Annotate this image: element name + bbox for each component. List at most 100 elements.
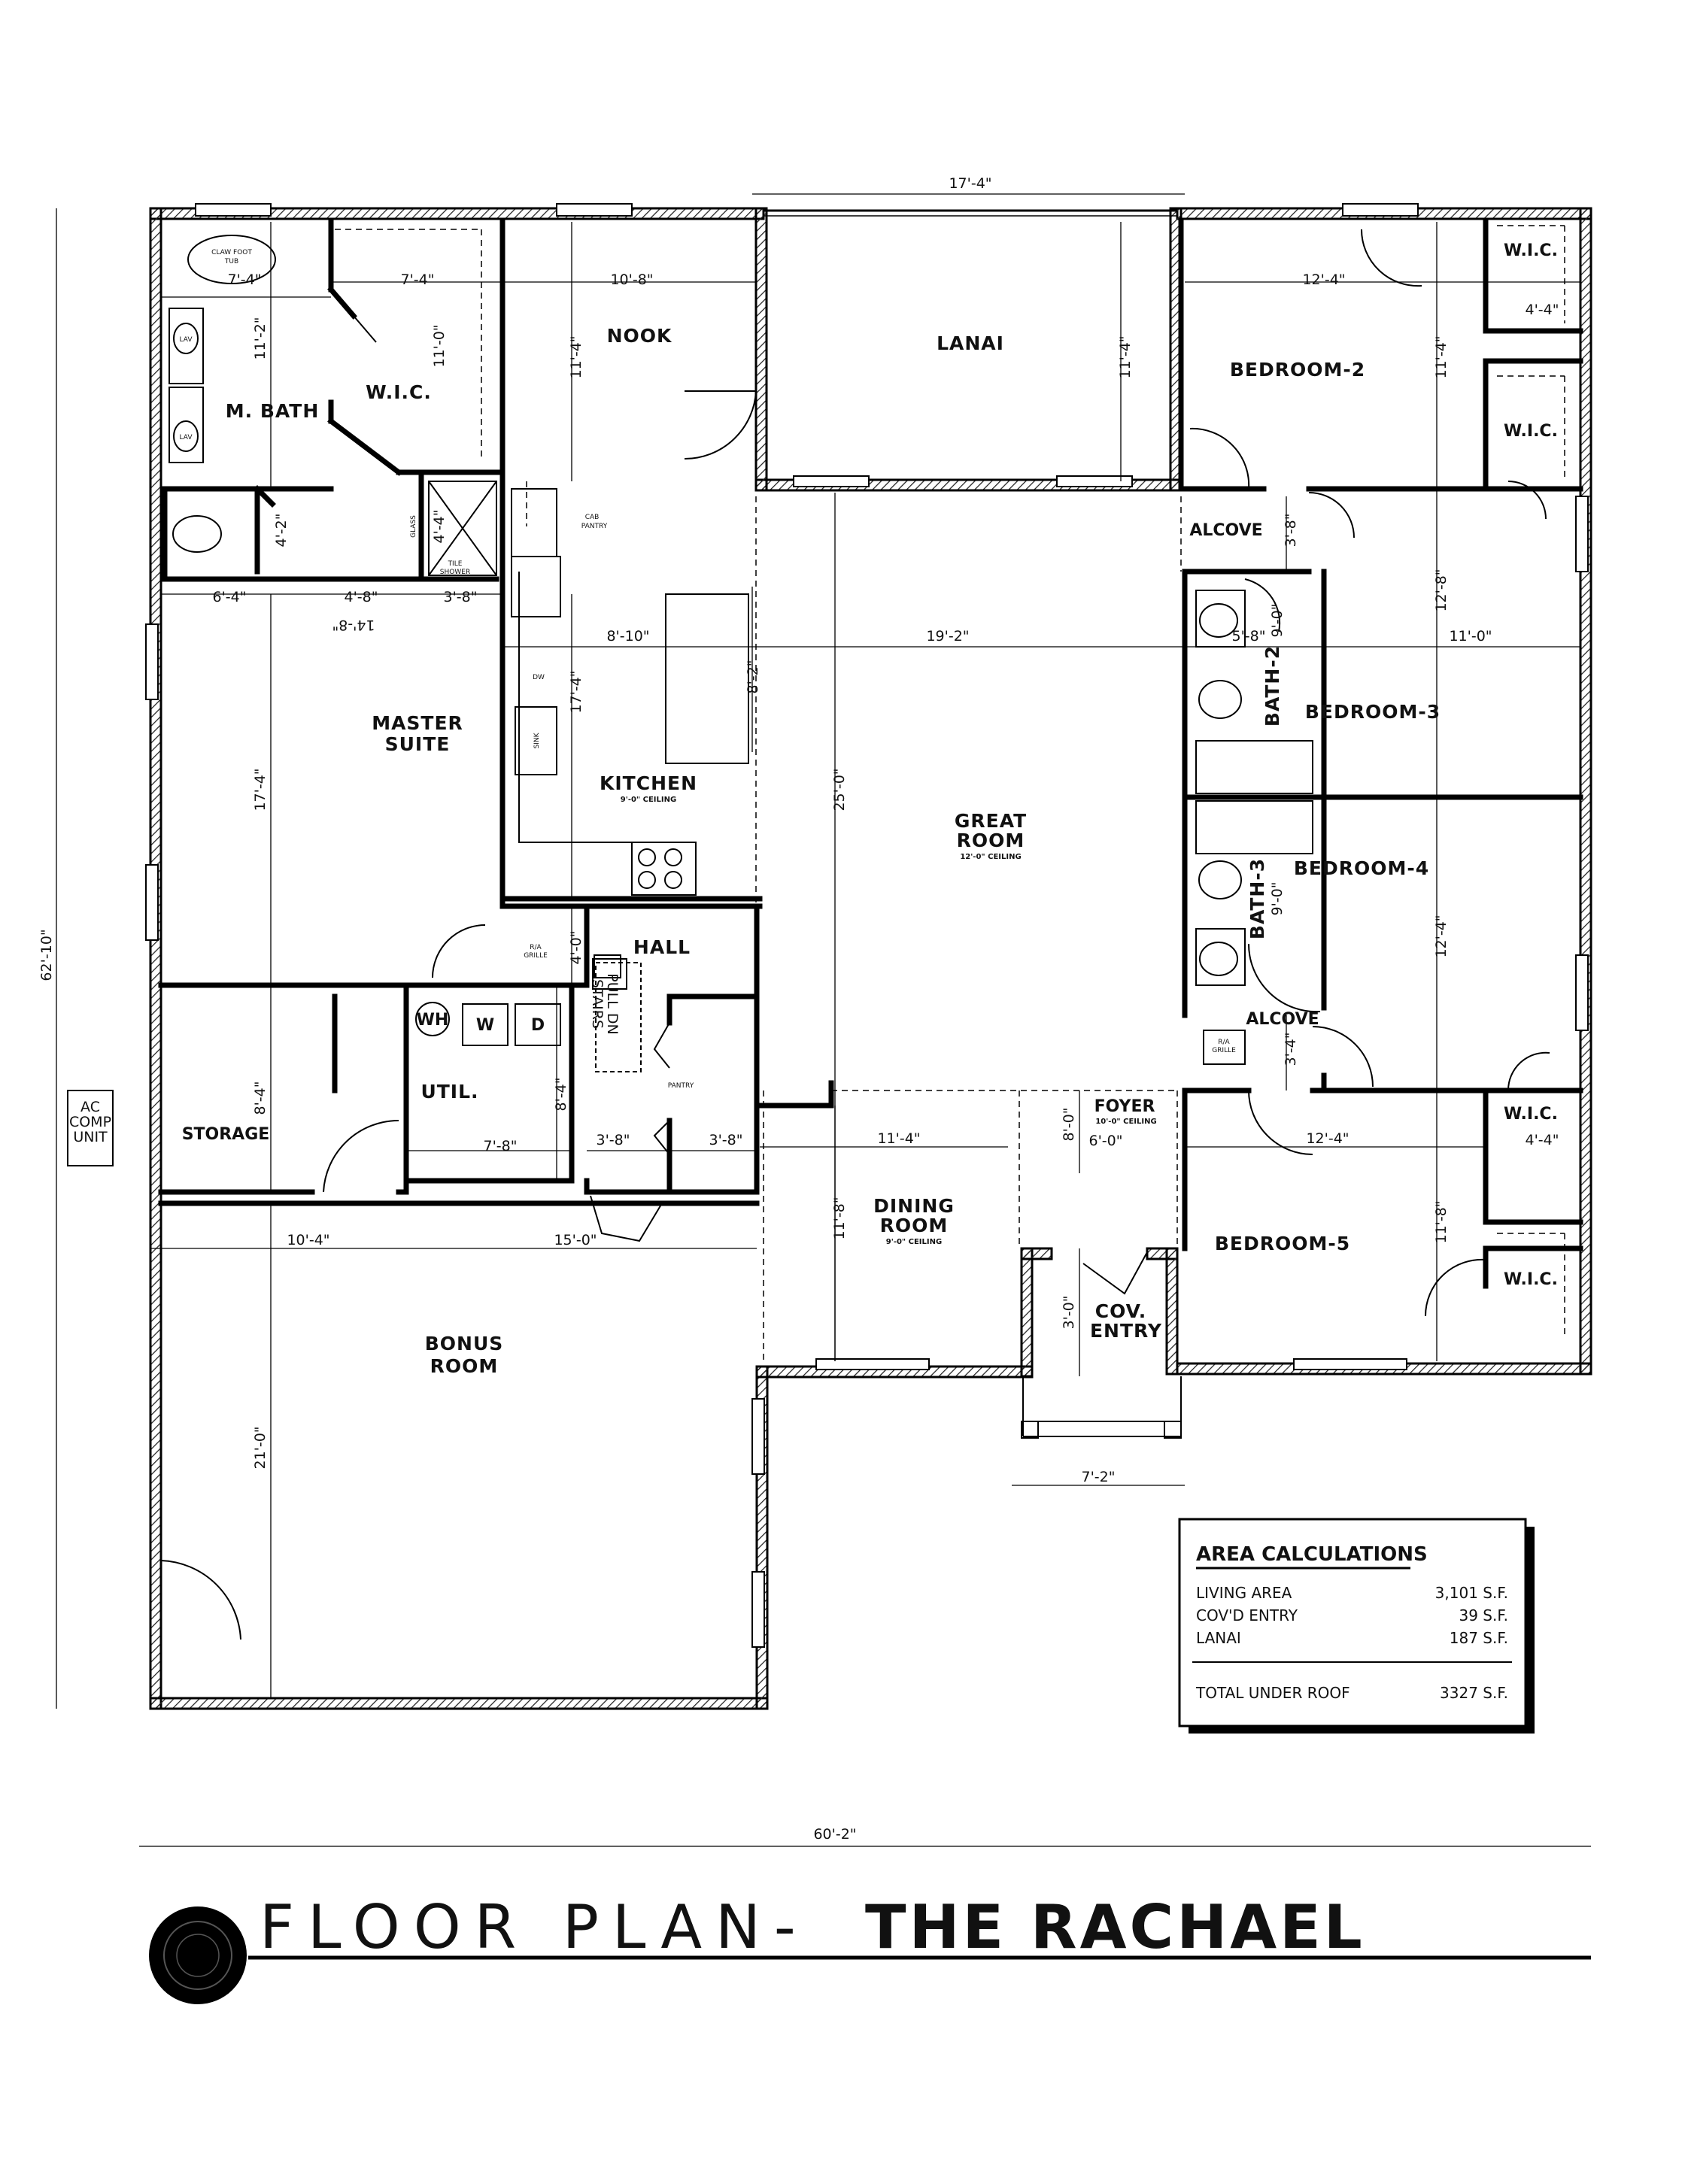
dim-bonus-width-2: 15'-0": [554, 1232, 597, 1248]
dim-wic-width: 7'-4": [401, 271, 435, 288]
claw-tub-label-1: CLAW FOOT: [211, 249, 252, 256]
area-row-2-label: COV'D ENTRY: [1196, 1606, 1298, 1624]
dim-bath2-width: 5'-8": [1232, 628, 1266, 645]
util-label: UTIL.: [420, 1081, 478, 1103]
claw-tub-label-2: TUB: [224, 258, 238, 265]
dashed-lines: [335, 225, 1565, 1361]
dim-great-height: 25'-0": [831, 768, 848, 811]
dim-alcove2-height: 3'-4": [1283, 1033, 1299, 1066]
pull-dn-stairs-label-2: STAIRS: [589, 979, 606, 1029]
dim-bottom-total: 60'-2": [813, 1826, 856, 1843]
great-room-label-1: GREAT: [955, 810, 1027, 832]
dim-bedroom5-width: 12'-4": [1306, 1130, 1349, 1147]
entry-columns: [1021, 1376, 1182, 1439]
bedroom-5-label: BEDROOM-5: [1215, 1233, 1350, 1254]
dim-util-height: 8'-4": [553, 1078, 569, 1112]
area-total-label: TOTAL UNDER ROOF: [1195, 1684, 1350, 1702]
dim-wic-height: 11'-0": [431, 324, 448, 367]
dim-ms-width-3: 3'-8": [444, 589, 478, 605]
dim-nook-height: 11'-4": [568, 335, 584, 378]
dim-wic-b2-width: 4'-4": [1526, 302, 1559, 318]
dim-bedroom2-height: 11'-4": [1433, 335, 1450, 378]
interior-walls: [158, 219, 1583, 1289]
bath-2-label: BATH-2: [1261, 645, 1283, 726]
dining-room-label-1: DINING: [873, 1195, 955, 1217]
dim-bath2-height: 9'-0": [1269, 604, 1286, 638]
ra-grille-1-label-1: R/A: [530, 944, 542, 951]
tile-shower-label-2: SHOWER: [440, 569, 470, 576]
bonus-room-label-2: ROOM: [430, 1355, 499, 1377]
title-prefix: FLOOR PLAN-: [260, 1892, 809, 1962]
m-bath-label: M. BATH: [226, 400, 320, 422]
glass-label: GLASS: [410, 515, 417, 538]
dim-util-width: 7'-8": [484, 1138, 518, 1154]
bath-fixtures: [67, 235, 1313, 1166]
dim-foyer-width: 6'-0": [1089, 1133, 1123, 1149]
dryer-label: D: [531, 1016, 545, 1035]
area-calculations-box: AREA CALCULATIONS LIVING AREA 3,101 S.F.…: [1178, 1518, 1535, 1734]
dim-bedroom3-height: 12'-8": [1433, 569, 1450, 611]
dishwasher-label: DW: [533, 674, 545, 681]
dim-hall-width-2: 3'-8": [709, 1132, 743, 1148]
exterior-walls: [149, 207, 1592, 1710]
ac-unit-label-3: UNIT: [73, 1129, 108, 1145]
dim-dining-width: 11'-4": [877, 1130, 920, 1147]
dim-mbath-height: 11'-2": [252, 317, 269, 359]
wic-b2a-label: W.I.C.: [1504, 241, 1558, 260]
dim-bedroom5-height: 11'-8": [1433, 1200, 1450, 1243]
dining-room-label-2: ROOM: [880, 1215, 949, 1236]
master-suite-label-1: MASTER: [372, 712, 463, 734]
lanai-beam: [764, 209, 1177, 217]
dim-cov-entry-width: 7'-2": [1082, 1469, 1116, 1485]
wic-master-label: W.I.C.: [366, 381, 432, 403]
cab-pantry-label-2: PANTRY: [581, 523, 608, 530]
washer-label: W: [476, 1016, 494, 1035]
dining-ceiling-label: 9'-0" CEILING: [886, 1238, 942, 1246]
dim-kitchen-height: 17'-4": [568, 670, 584, 713]
area-calc-heading: AREA CALCULATIONS: [1196, 1543, 1428, 1566]
dim-wc-height: 4'-2": [273, 514, 290, 548]
dim-wic-b5-width: 4'-4": [1526, 1132, 1559, 1148]
title-block: FLOOR PLAN- THE RACHAEL: [149, 1892, 1591, 2004]
lav-2-label: LAV: [180, 434, 193, 441]
dim-bedroom3-width: 11'-0": [1449, 628, 1492, 645]
dim-master-suite-height: 17'-4": [252, 768, 269, 811]
dim-hall-height: 4'-0": [568, 931, 584, 965]
dim-nook-width: 10'-8": [610, 271, 653, 288]
lanai-label: LANAI: [937, 332, 1004, 354]
lav-1-label: LAV: [180, 336, 193, 344]
dimension-lines: [56, 193, 1591, 1847]
door-swings: [160, 229, 1550, 1640]
area-row-2-value: 39 S.F.: [1459, 1606, 1508, 1624]
ra-grille-2-label-2: GRILLE: [1212, 1047, 1236, 1054]
dim-bonus-height: 21'-0": [252, 1426, 269, 1469]
bedroom-2-label: BEDROOM-2: [1230, 359, 1365, 381]
alcove-1-label: ALCOVE: [1189, 521, 1262, 540]
dim-hall-width-1: 3'-8": [597, 1132, 630, 1148]
dim-bath3-height: 9'-0": [1269, 882, 1286, 916]
bedroom-4-label: BEDROOM-4: [1294, 857, 1429, 879]
dim-kitchen-width: 8'-10": [606, 628, 649, 645]
nook-label: NOOK: [607, 325, 672, 347]
bonus-room-label-1: BONUS: [425, 1333, 504, 1354]
cov-entry-label-2: ENTRY: [1090, 1320, 1162, 1342]
wic-b5a-label: W.I.C.: [1504, 1105, 1558, 1124]
dim-dining-height: 11'-8": [831, 1197, 848, 1239]
master-suite-label-2: SUITE: [385, 733, 451, 755]
area-row-3-value: 187 S.F.: [1450, 1629, 1508, 1647]
area-row-1-value: 3,101 S.F.: [1435, 1584, 1508, 1602]
foyer-ceiling-label: 10'-0" CEILING: [1095, 1118, 1156, 1126]
ra-grille-2-label-1: R/A: [1218, 1039, 1230, 1046]
dim-left-total: 62'-10": [38, 929, 55, 981]
dim-island-height: 8'-2": [745, 660, 761, 694]
ac-unit-label-1: AC: [80, 1099, 100, 1115]
kitchen-fixtures: [511, 488, 749, 896]
dim-shower-height: 4'-4": [431, 510, 448, 544]
cab-pantry-label-1: CAB: [585, 514, 600, 521]
great-room-label-2: ROOM: [957, 830, 1025, 851]
pantry-label: PANTRY: [668, 1082, 694, 1090]
tile-shower-label-1: TILE: [448, 560, 463, 568]
water-heater-label: WH: [417, 1011, 449, 1030]
pull-dn-stairs-label-1: PULL DN: [604, 973, 621, 1034]
